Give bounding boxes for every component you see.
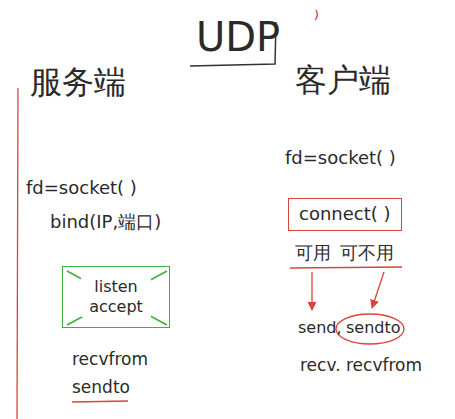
code-line: sendto: [72, 378, 130, 398]
code-line: send,: [298, 319, 342, 337]
process-box: connect( ): [288, 198, 402, 231]
red-mark: [315, 10, 317, 20]
code-line: fd=socket( ): [26, 178, 137, 199]
cross-stroke: [67, 271, 167, 325]
code-line: sendto: [346, 319, 401, 337]
code-line: bind(IP,端口): [50, 212, 161, 233]
underline: [290, 267, 402, 268]
box-text: listen accept: [81, 277, 151, 317]
margin-line: [17, 88, 18, 419]
note: 可用: [295, 243, 331, 264]
box-text: connect( ): [299, 203, 391, 226]
code-line: recv. recvfrom: [300, 356, 422, 376]
side-heading: 客户端: [295, 62, 391, 99]
code-line: recvfrom: [72, 350, 148, 370]
arrow: [372, 272, 384, 308]
note: 可不用: [340, 243, 394, 264]
arrow: [311, 272, 312, 310]
title: UDP: [196, 14, 280, 60]
crossed-box: listen accept: [62, 266, 170, 328]
code-line: fd=socket( ): [285, 148, 396, 169]
circle-mark: [336, 314, 404, 344]
underline: [72, 401, 128, 402]
side-heading: 服务端: [30, 64, 126, 101]
cross-stroke: [67, 271, 167, 325]
